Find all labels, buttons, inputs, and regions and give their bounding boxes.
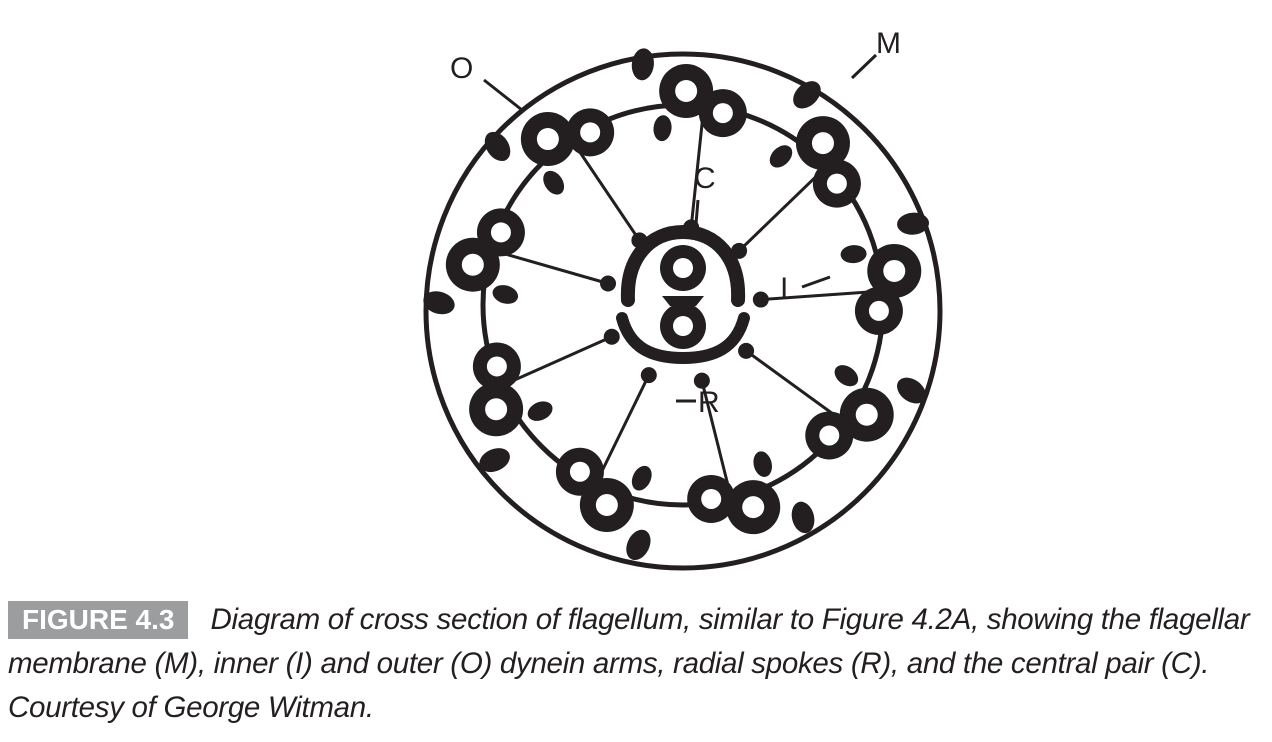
spoke-head xyxy=(752,291,769,308)
inner-dynein-arm xyxy=(527,401,553,421)
caption-text: Diagram of cross section of flagellum, s… xyxy=(8,603,1250,724)
radial-spoke xyxy=(745,349,836,417)
radial-spoke xyxy=(689,117,705,228)
outer-doublet xyxy=(469,342,553,473)
spoke-head xyxy=(603,328,620,345)
outer-dynein-arm xyxy=(484,131,511,162)
outer-dynein-arm xyxy=(897,377,926,404)
outer-dynein-arm xyxy=(479,448,510,473)
label-c: C xyxy=(694,162,716,195)
outer-doublet xyxy=(805,365,926,460)
outer-dynein-arm xyxy=(631,48,654,81)
label-i: I xyxy=(780,272,788,305)
radial-spoke xyxy=(599,374,651,475)
inner-dynein-arm xyxy=(753,451,772,477)
label-m: M xyxy=(876,27,901,60)
radial-spoke xyxy=(738,173,820,252)
flagellar-membrane xyxy=(423,51,943,571)
radial-spokes xyxy=(501,117,871,488)
outer-doublet xyxy=(769,81,861,208)
outer-doublets xyxy=(423,48,930,561)
spoke-head xyxy=(693,372,710,389)
leader-line-i xyxy=(801,275,831,289)
leader-line-m xyxy=(850,53,878,80)
spoke-head xyxy=(640,367,657,384)
spoke-head xyxy=(600,275,617,292)
flagellum-cross-section-diagram: O M C I R xyxy=(423,27,943,571)
radial-spoke xyxy=(501,251,609,285)
figure-label: FIGURE 4.3 xyxy=(8,601,189,639)
inner-dynein-arm xyxy=(492,285,519,304)
outer-doublet xyxy=(423,208,525,315)
outer-dynein-arm xyxy=(423,291,455,315)
central-pair xyxy=(616,224,750,365)
outer-doublet xyxy=(687,451,815,535)
outer-doublet xyxy=(555,447,652,561)
outer-dynein-arm xyxy=(791,501,815,534)
outer-dynein-arm xyxy=(626,529,651,561)
outer-doublet xyxy=(840,212,930,335)
radial-spoke xyxy=(576,148,641,242)
leader-line-c xyxy=(694,199,700,225)
inner-dynein-arm xyxy=(840,245,867,264)
outer-doublet xyxy=(484,108,615,195)
radial-spoke xyxy=(700,380,730,488)
inner-dynein-arm xyxy=(653,115,672,142)
outer-dynein-arm xyxy=(793,81,821,109)
label-r: R xyxy=(698,386,720,419)
inner-dynein-arm xyxy=(834,365,859,387)
inner-dynein-arm xyxy=(543,170,565,195)
label-o: O xyxy=(450,52,473,85)
inner-dynein-arm xyxy=(769,145,793,168)
inner-dynein-arm xyxy=(631,465,652,491)
spoke-head xyxy=(738,342,755,359)
outer-dynein-arm xyxy=(897,212,930,235)
radial-spoke xyxy=(760,290,871,302)
radial-spoke xyxy=(510,335,613,383)
leader-line-o xyxy=(483,78,523,112)
outer-doublet xyxy=(631,48,747,142)
